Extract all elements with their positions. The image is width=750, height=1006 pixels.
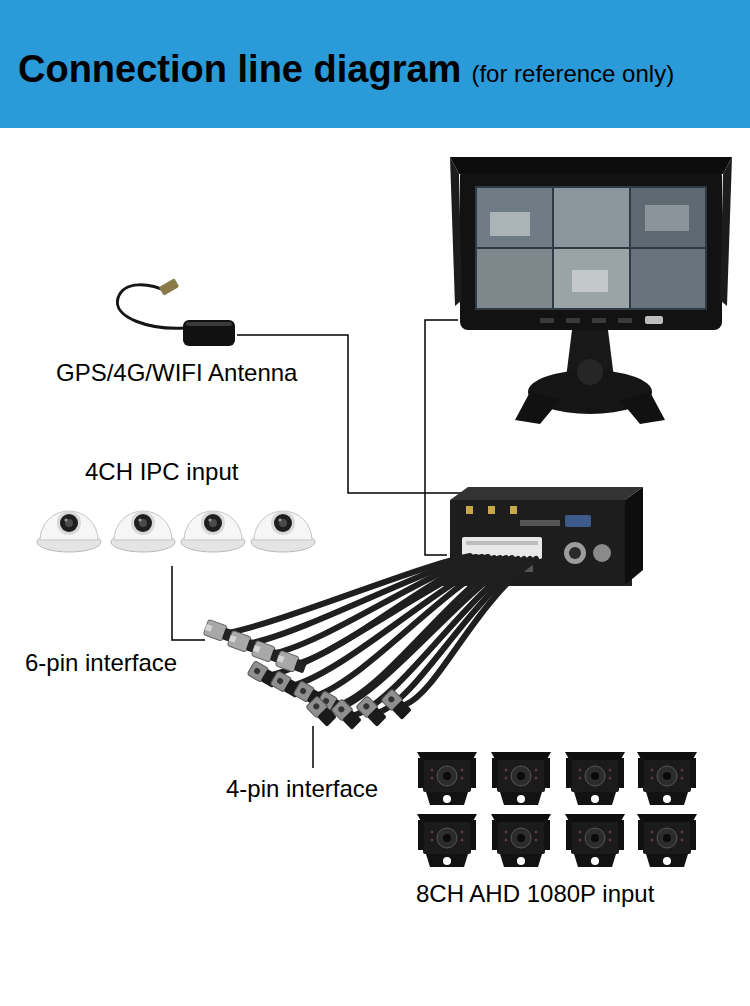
monitor: [450, 157, 732, 424]
camera-group-label: 8CH AHD 1080P input: [416, 880, 654, 908]
monitor: [450, 157, 732, 174]
title-row: Connection line diagram (for reference on…: [18, 48, 674, 91]
cable-bundle: [405, 559, 536, 705]
antenna: [159, 278, 180, 296]
monitor: [475, 186, 707, 310]
monitor: [631, 188, 705, 247]
dome-camera: [37, 511, 101, 552]
ahd-camera: [491, 814, 551, 867]
monitor: [450, 157, 462, 306]
dvr-box: [466, 506, 473, 514]
monitor: [618, 318, 632, 323]
title: Connection line diagram: [18, 48, 461, 91]
dvr-box: [520, 520, 560, 526]
dvr-box: [625, 487, 643, 585]
monitor: [645, 316, 663, 324]
monitor: [554, 249, 629, 308]
monitor: [631, 249, 705, 308]
title-bar: [0, 0, 750, 128]
monitor: [515, 392, 560, 424]
ahd-camera: [417, 752, 697, 867]
monitor: [572, 270, 608, 292]
dvr-box: [450, 487, 643, 500]
connector-4pin: [247, 661, 413, 731]
wire: [172, 566, 205, 640]
ahd-camera: [637, 814, 697, 867]
dvr-box: [466, 541, 538, 545]
antenna: [183, 320, 235, 346]
antenna-label: GPS/4G/WIFI Antenna: [56, 359, 297, 387]
dvr-box: [569, 547, 581, 559]
monitor: [577, 359, 603, 385]
connector-4pin: [381, 689, 413, 721]
antenna: [186, 322, 232, 326]
wire: [172, 320, 478, 768]
antenna: [117, 278, 235, 346]
ahd-camera: [565, 752, 625, 805]
dome-camera: [111, 511, 175, 552]
interface-label: 4-pin interface: [226, 775, 378, 803]
dome-camera: [181, 511, 245, 552]
node-label: 4CH IPC input: [85, 458, 238, 486]
ahd-camera: [565, 814, 625, 867]
monitor: [566, 318, 580, 323]
monitor: [540, 318, 554, 323]
node-label: GPS/4G/WIFI Antenna: [56, 359, 297, 387]
monitor: [460, 168, 722, 330]
dvr-box: [564, 542, 586, 564]
dome-camera: [251, 511, 315, 552]
camera-group-label: 4CH IPC input: [85, 458, 238, 486]
dome-camera: [37, 511, 315, 552]
dvr-box: [488, 506, 495, 514]
ahd-camera: [637, 752, 697, 805]
monitor: [720, 157, 732, 306]
dvr-box: [510, 506, 517, 514]
monitor: [620, 392, 665, 424]
monitor: [645, 205, 689, 231]
node-label: 8CH AHD 1080P input: [416, 880, 654, 908]
cable-bundle: [228, 556, 536, 715]
title-note: (for reference only): [471, 60, 674, 88]
monitor: [477, 188, 552, 247]
dvr-box: [565, 515, 591, 527]
ahd-camera: [417, 814, 477, 867]
title-bar: [0, 0, 750, 128]
connector-4pin: [331, 699, 363, 731]
ahd-camera: [417, 752, 477, 805]
antenna: [117, 285, 185, 328]
ahd-camera: [491, 752, 551, 805]
monitor: [592, 318, 606, 323]
wire: [312, 726, 314, 768]
monitor: [477, 249, 552, 308]
dvr-box: [593, 544, 611, 562]
monitor: [554, 188, 629, 247]
interface-label: 6-pin interface: [25, 649, 177, 677]
monitor: [490, 212, 530, 236]
